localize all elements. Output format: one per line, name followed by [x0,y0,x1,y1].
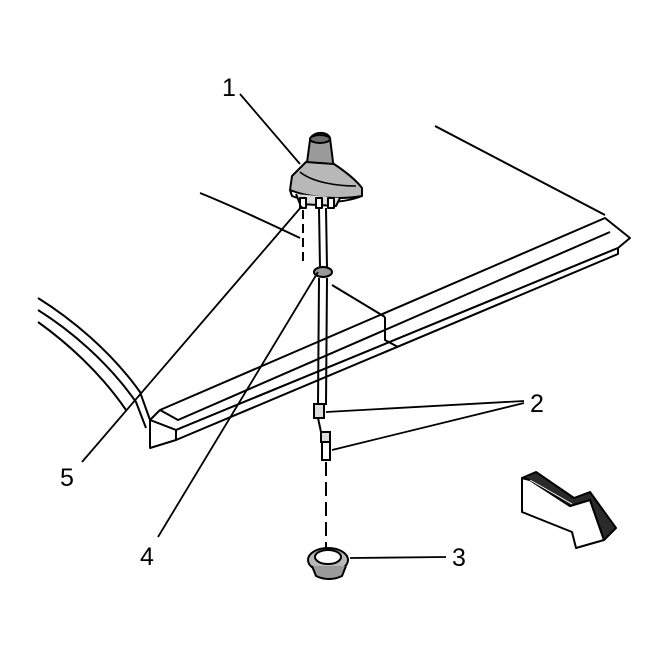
roof-trim-top [149,217,631,431]
roof-seal [313,266,333,278]
grommet [307,547,349,580]
roof-rear-edge [434,125,606,216]
roof-trim-face [149,247,619,449]
roof-trim-joint [384,317,399,348]
callout-4: 4 [140,543,154,571]
cable-upper [318,207,328,269]
roof-panel [37,125,631,449]
leader-lines [81,93,525,559]
antenna-cable [313,207,333,548]
cable-connector-2 [320,431,331,443]
callout-5: 5 [60,464,74,492]
leader-5 [81,205,303,463]
cable-connector-1 [313,403,325,419]
roof-front-curve [37,297,151,421]
callout-labels: 1 2 3 4 5 [60,74,544,572]
cable-lower [317,277,328,406]
leader-2b [331,402,525,451]
callout-3: 3 [452,544,466,572]
leader-2a [325,400,525,413]
leader-3 [349,556,447,559]
leader-1 [239,93,301,165]
roof-side-edge-upper [199,192,301,239]
antenna-housing [289,161,363,199]
antenna-base [289,132,363,209]
callout-1: 1 [222,74,236,102]
leader-4 [157,271,319,538]
callout-2: 2 [530,390,544,418]
view-direction-arrow-icon [521,471,617,549]
